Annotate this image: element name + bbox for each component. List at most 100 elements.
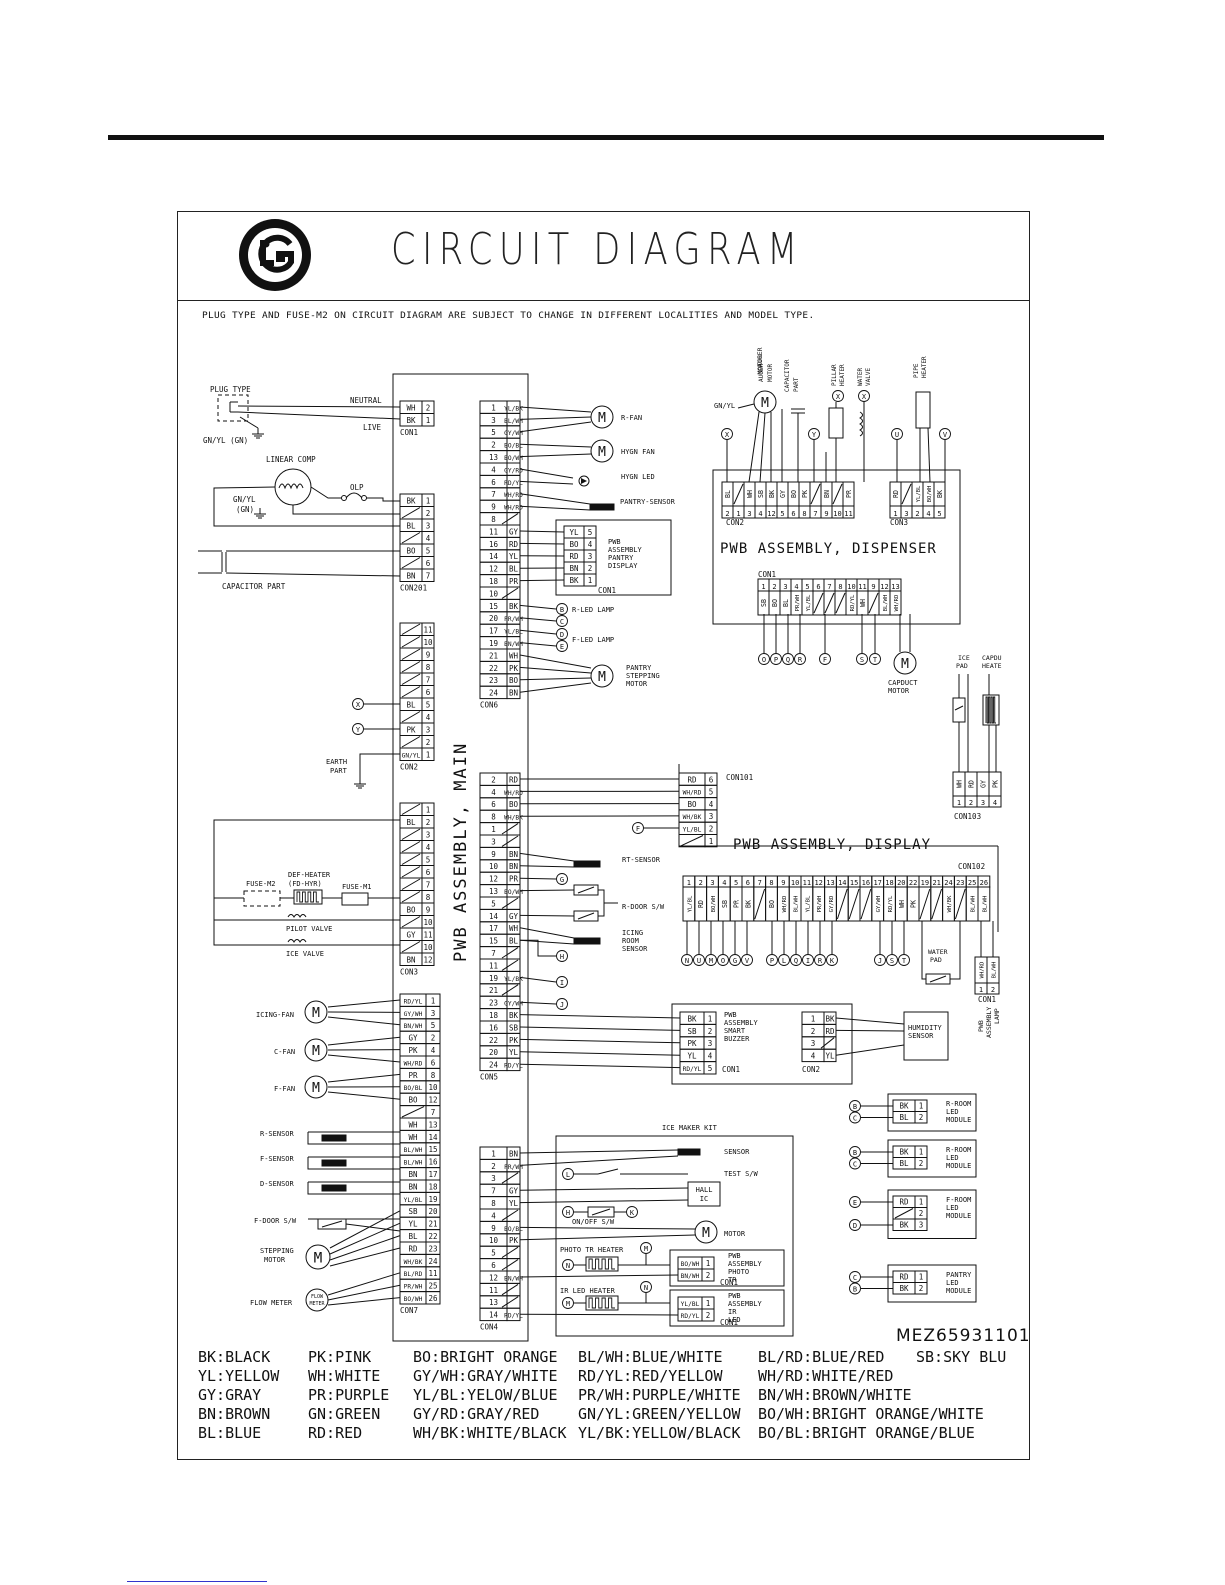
- pin-cell: [701, 1268, 715, 1282]
- pin-color: RD/YL: [504, 1063, 523, 1070]
- pin-number: 14: [489, 912, 499, 921]
- unused-pin: [501, 1209, 519, 1221]
- pin-color: SB: [687, 1027, 697, 1036]
- pin-color: BO: [771, 599, 779, 607]
- ref-letter: L: [782, 957, 786, 965]
- pin-color: BL/WH: [982, 896, 988, 913]
- ref-circle-o: [717, 954, 729, 966]
- pin-color: YL/BL: [806, 594, 812, 611]
- pin-number: 17: [428, 1170, 437, 1179]
- pin-number: 8: [491, 813, 496, 822]
- hall-ic-icon: [687, 1181, 721, 1207]
- legend-entry: BL/RD:BLUE/RED: [758, 1348, 885, 1366]
- pin-color: YL: [687, 1052, 697, 1061]
- ref-circle-e: [556, 640, 568, 652]
- pin-color: RD: [687, 775, 697, 784]
- f-fan-wire: [327, 1091, 401, 1100]
- legend-entry: RD/YL:RED/YELLOW: [578, 1367, 723, 1385]
- ref-circle-c: [849, 1111, 861, 1124]
- ice-wire: [519, 1149, 679, 1154]
- unused-pin: [501, 1259, 519, 1271]
- heater-outline: [293, 889, 323, 905]
- pin-color: WH: [746, 490, 754, 498]
- flow-meter-icon: [305, 1288, 329, 1312]
- pin-number: 13: [489, 887, 498, 896]
- pin-number: 6: [491, 478, 496, 487]
- pin-number: 16: [489, 540, 499, 549]
- plug-type-note: PLUG TYPE AND FUSE-M2 ON CIRCUIT DIAGRAM…: [202, 311, 815, 321]
- led-wire: [519, 468, 574, 479]
- live-label: LIVE: [363, 423, 382, 432]
- pin-number: 21: [489, 986, 498, 995]
- unused-pin: [901, 483, 912, 505]
- pin-color: PK: [509, 1036, 519, 1045]
- main-board-title: PWB ASSEMBLY, MAIN: [451, 742, 471, 962]
- flow-meter-wire: [327, 1284, 401, 1301]
- compressor-icon: [274, 468, 312, 506]
- pin-color: BO/WH: [711, 896, 717, 913]
- legend-entry: SB:SKY BLU: [916, 1348, 1007, 1366]
- buzzer-wire: [519, 1038, 681, 1044]
- pin-color: BO: [406, 906, 416, 915]
- heater-coil: [588, 1297, 615, 1309]
- pin-color: BO: [790, 490, 798, 498]
- pin-number: 23: [956, 879, 964, 887]
- pin-color: RD: [509, 775, 519, 784]
- pin-number: 8: [769, 879, 773, 887]
- ref-circle-f: [632, 822, 644, 834]
- led-module-board: [887, 1189, 977, 1239]
- c-fan-icon: [304, 1038, 328, 1062]
- led-wire: [519, 480, 574, 485]
- pin-color: BL/WH: [404, 1160, 423, 1167]
- pin-color: RD/YL: [888, 895, 894, 912]
- pin-number: 3: [491, 837, 496, 846]
- pin-number: 5: [709, 788, 714, 797]
- pin-color: BN: [509, 862, 518, 871]
- pin-number: 8: [802, 510, 806, 518]
- legend-entry: YL/BK:YELLOW/BLACK: [578, 1424, 741, 1442]
- ref-letter: Y: [812, 431, 817, 439]
- pin-number: 3: [904, 510, 908, 518]
- hygn-led-label: HYGN LED: [621, 473, 655, 481]
- pin-color: PK: [509, 1236, 519, 1245]
- pin-color: GY: [509, 912, 519, 921]
- ref-wire: [519, 604, 557, 610]
- unused-pin: [401, 828, 421, 840]
- unused-pin: [401, 532, 421, 544]
- unused-pin: [733, 483, 744, 505]
- pin-color: GY: [406, 931, 416, 940]
- led-module-label: R-ROOM: [946, 1146, 971, 1154]
- heater-outline: [982, 694, 1000, 726]
- ref-letter: C: [560, 618, 564, 626]
- pin-number: 23: [489, 676, 498, 685]
- icing-fan-label: ICING-FAN: [256, 1011, 294, 1019]
- gn-yl-label: GN/YL: [233, 495, 256, 504]
- fuse-m1-label: FUSE-M1: [342, 883, 372, 891]
- pin-number: 9: [491, 850, 496, 859]
- ref-circle-g: [556, 873, 568, 885]
- pin-number: 12: [489, 1273, 498, 1282]
- pin-color: RD: [968, 780, 976, 788]
- switch-wire: [598, 889, 605, 917]
- pin-number: 24: [428, 1257, 438, 1266]
- pantry-display-wire: [519, 530, 565, 533]
- pin-number: 3: [981, 799, 985, 807]
- pin-number: 4: [709, 800, 714, 809]
- unused-pin: [501, 984, 519, 996]
- heater-coil: [588, 1258, 615, 1270]
- pin-color: PK: [992, 780, 1000, 788]
- pin-number: 10: [489, 1236, 499, 1245]
- neutral-wire: [237, 405, 401, 408]
- lamp-board-label: ASSEMBLY: [985, 1007, 993, 1038]
- def-heater-icon: [293, 889, 323, 905]
- c-fan-wire: [327, 1054, 401, 1063]
- pin-number: 6: [491, 800, 496, 809]
- pin-number: 12: [767, 510, 775, 518]
- pin-number: 11: [803, 879, 811, 887]
- buzzer-con1-name: CON1: [722, 1065, 740, 1074]
- led-module-label: LED: [946, 1154, 959, 1162]
- hygn-fan-wire: [519, 443, 592, 448]
